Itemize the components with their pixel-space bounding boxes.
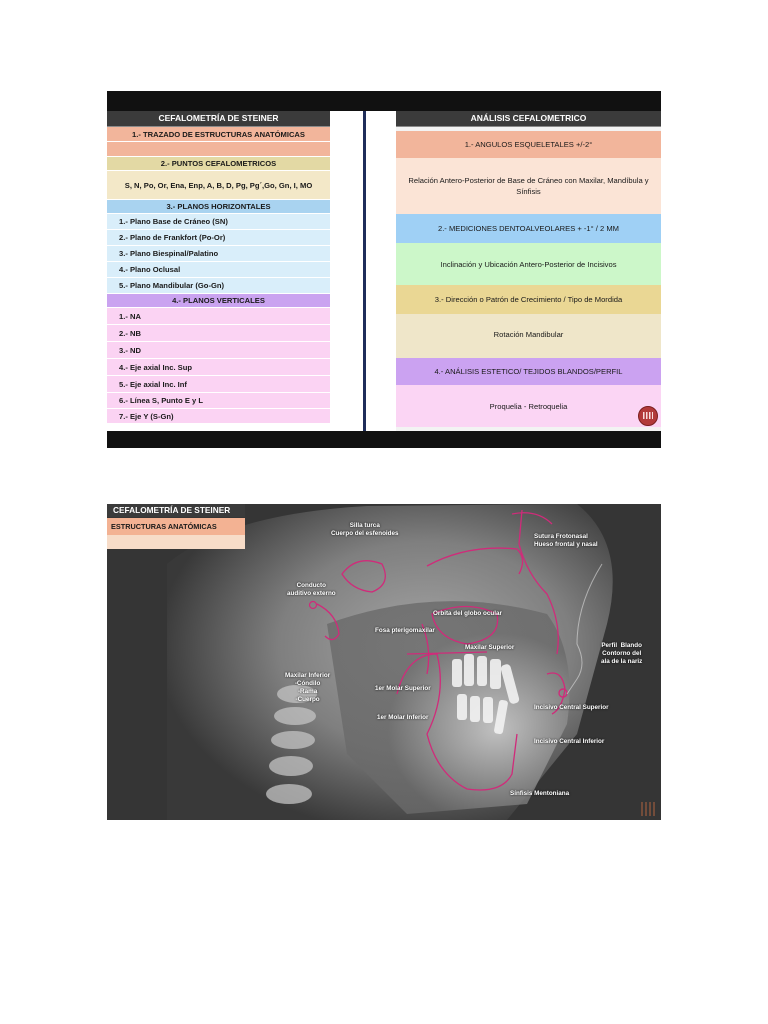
label-sinfisis: Sínfisis Mentoniana [510,790,570,797]
left-row: 2.- PUNTOS CEFALOMETRICOS [107,157,330,171]
left-row: 4.- Eje axial Inc. Sup [107,359,330,376]
label-molar-superior: 1er Molar Superior [375,685,431,692]
right-panel: ANÁLISIS CEFALOMETRICO 1.- ANGULOS ESQUE… [396,111,661,431]
slide-anatomical-structures: CEFALOMETRÍA DE STEINER ESTRUCTURAS ANAT… [107,504,661,820]
label-conducto-auditivo: Conducto auditivo externo [287,582,336,597]
label-orbita: Orbita del globo ocular [433,610,502,617]
right-row: 2.- MEDICIONES DENTOALVEOLARES + -1° / 2… [396,214,661,243]
left-row: 1.- Plano Base de Cráneo (SN) [107,214,330,230]
left-row: 1.- TRAZADO DE ESTRUCTURAS ANATÓMICAS [107,127,330,142]
right-row [396,354,661,358]
divider-line [363,111,366,431]
label-molar-inferior: 1er Molar Inferior [377,714,429,721]
label-incisivo-inferior: Incisivo Central Inferior [534,738,605,745]
right-panel-title: ANÁLISIS CEFALOMETRICO [396,111,661,127]
slide2-strip [107,535,245,549]
logo-icon-small [641,802,657,816]
right-row: 4.- ANÁLISIS ESTETICO/ TEJIDOS BLANDOS/P… [396,358,661,385]
label-silla-turca: Silla turca Cuerpo del esfenoides [331,522,399,537]
left-panel: CEFALOMETRÍA DE STEINER 1.- TRAZADO DE E… [107,111,330,431]
label-maxilar-inferior: Maxilar Inferior -Cóndilo -Rama -Cuerpo [285,672,331,703]
label-maxilar-superior: Maxilar Superior [465,644,515,651]
left-row: 5.- Plano Mandibular (Go-Gn) [107,278,330,294]
label-incisivo-superior: Incisivo Central Superior [534,704,609,711]
right-row: Proquelia - Retroquelia [396,385,661,427]
label-sutura-frontonasal: Sutura Frotonasal Hueso frontal y nasal [534,533,598,548]
left-row: 6.- Línea S, Punto E y L [107,393,330,409]
left-row: 4.- PLANOS VERTICALES [107,294,330,308]
left-row: 3.- PLANOS HORIZONTALES [107,200,330,214]
label-fosa-pterigomaxilar: Fosa pterigomaxilar [375,627,435,634]
right-row: Relación Antero-Posterior de Base de Crá… [396,158,661,214]
slide2-subtitle: ESTRUCTURAS ANATÓMICAS [107,518,245,535]
cephalometric-xray-image [107,504,661,820]
left-row: 5.- Eje axial Inc. Inf [107,376,330,393]
left-row: 1.- NA [107,308,330,325]
left-row: 3.- Plano Biespinal/Palatino [107,246,330,262]
right-row: Inclinación y Ubicación Antero-Posterior… [396,243,661,285]
right-row: 3.- Dirección o Patrón de Crecimiento / … [396,285,661,314]
left-row: 2.- NB [107,325,330,342]
label-perfil-blando: Perfil Blando Contorno del ala de la nar… [601,642,643,665]
left-row: 3.- ND [107,342,330,359]
right-row: Rotación Mandibular [396,314,661,354]
left-row: S, N, Po, Or, Ena, Enp, A, B, D, Pg, Pg´… [107,171,330,200]
left-row: 7.- Eje Y (S-Gn) [107,409,330,424]
left-row: 2.- Plano de Frankfort (Po-Or) [107,230,330,246]
slide2-title: CEFALOMETRÍA DE STEINER [107,504,245,517]
left-rows: 1.- TRAZADO DE ESTRUCTURAS ANATÓMICAS 2.-… [107,127,330,424]
slide-steiner-summary: CEFALOMETRÍA DE STEINER 1.- TRAZADO DE E… [107,91,661,448]
left-panel-title: CEFALOMETRÍA DE STEINER [107,111,330,127]
right-rows: 1.- ANGULOS ESQUELETALES +/-2°Relación A… [396,127,661,427]
left-row: 4.- Plano Oclusal [107,262,330,278]
right-row: 1.- ANGULOS ESQUELETALES +/-2° [396,131,661,158]
left-row [107,142,330,157]
logo-icon [638,406,658,426]
